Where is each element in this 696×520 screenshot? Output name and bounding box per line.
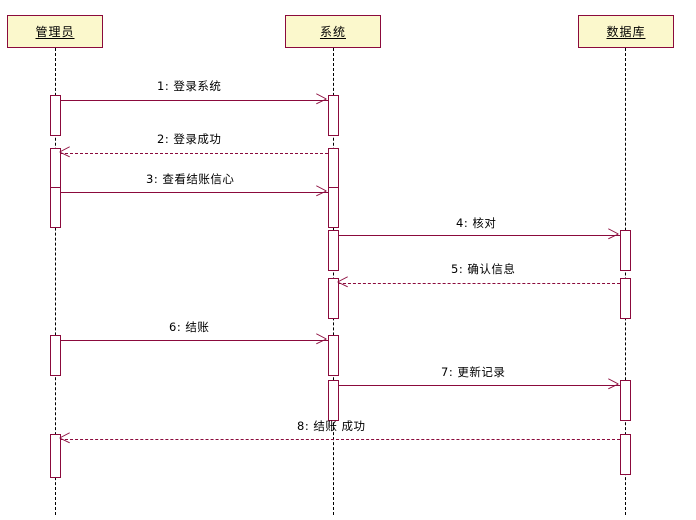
message-arrowhead-4 [608, 228, 619, 240]
activation-bar-system [328, 278, 339, 319]
message-line-2[interactable] [60, 153, 328, 154]
message-label-8: 8: 结账 成功 [297, 419, 366, 433]
activation-bar-system [328, 230, 339, 271]
activation-bar-actor [50, 434, 61, 478]
message-arrowhead-1 [316, 93, 327, 105]
activation-bar-system [328, 148, 339, 189]
message-arrowhead-5 [337, 276, 348, 288]
activation-bar-system [328, 95, 339, 136]
message-label-1: 1: 登录系统 [157, 79, 222, 93]
activation-bar-actor [50, 187, 61, 228]
lifeline-header-system[interactable]: 系统 [285, 15, 381, 48]
lifeline-header-label: 系统 [319, 25, 346, 39]
activation-bar-actor [50, 95, 61, 136]
activation-bar-system [328, 187, 339, 228]
message-line-5[interactable] [338, 283, 620, 284]
message-label-4: 4: 核对 [456, 216, 497, 230]
lifeline-header-label: 管理员 [35, 25, 75, 39]
activation-bar-system [328, 380, 339, 421]
activation-bar-database [620, 434, 631, 475]
activation-bar-system [328, 335, 339, 376]
message-line-3[interactable] [60, 192, 328, 193]
activation-bar-database [620, 278, 631, 319]
lifeline-header-actor[interactable]: 管理员 [7, 15, 103, 48]
message-arrowhead-7 [608, 378, 619, 390]
lifeline-header-database[interactable]: 数据库 [578, 15, 674, 48]
message-arrowhead-6 [316, 333, 327, 345]
message-label-5: 5: 确认信息 [451, 262, 516, 276]
activation-bar-database [620, 230, 631, 271]
message-arrowhead-8 [59, 432, 70, 444]
message-line-1[interactable] [60, 100, 328, 101]
lifeline-actor [55, 48, 56, 515]
message-arrowhead-3 [316, 185, 327, 197]
activation-bar-actor [50, 335, 61, 376]
message-line-7[interactable] [338, 385, 620, 386]
lifeline-header-label: 数据库 [606, 25, 646, 39]
message-arrowhead-2 [59, 146, 70, 158]
message-line-4[interactable] [338, 235, 620, 236]
message-label-2: 2: 登录成功 [157, 132, 222, 146]
message-label-6: 6: 结账 [169, 320, 210, 334]
message-label-3: 3: 查看结账信心 [146, 172, 235, 186]
message-label-7: 7: 更新记录 [441, 365, 506, 379]
activation-bar-database [620, 380, 631, 421]
message-line-6[interactable] [60, 340, 328, 341]
message-line-8[interactable] [60, 439, 620, 440]
